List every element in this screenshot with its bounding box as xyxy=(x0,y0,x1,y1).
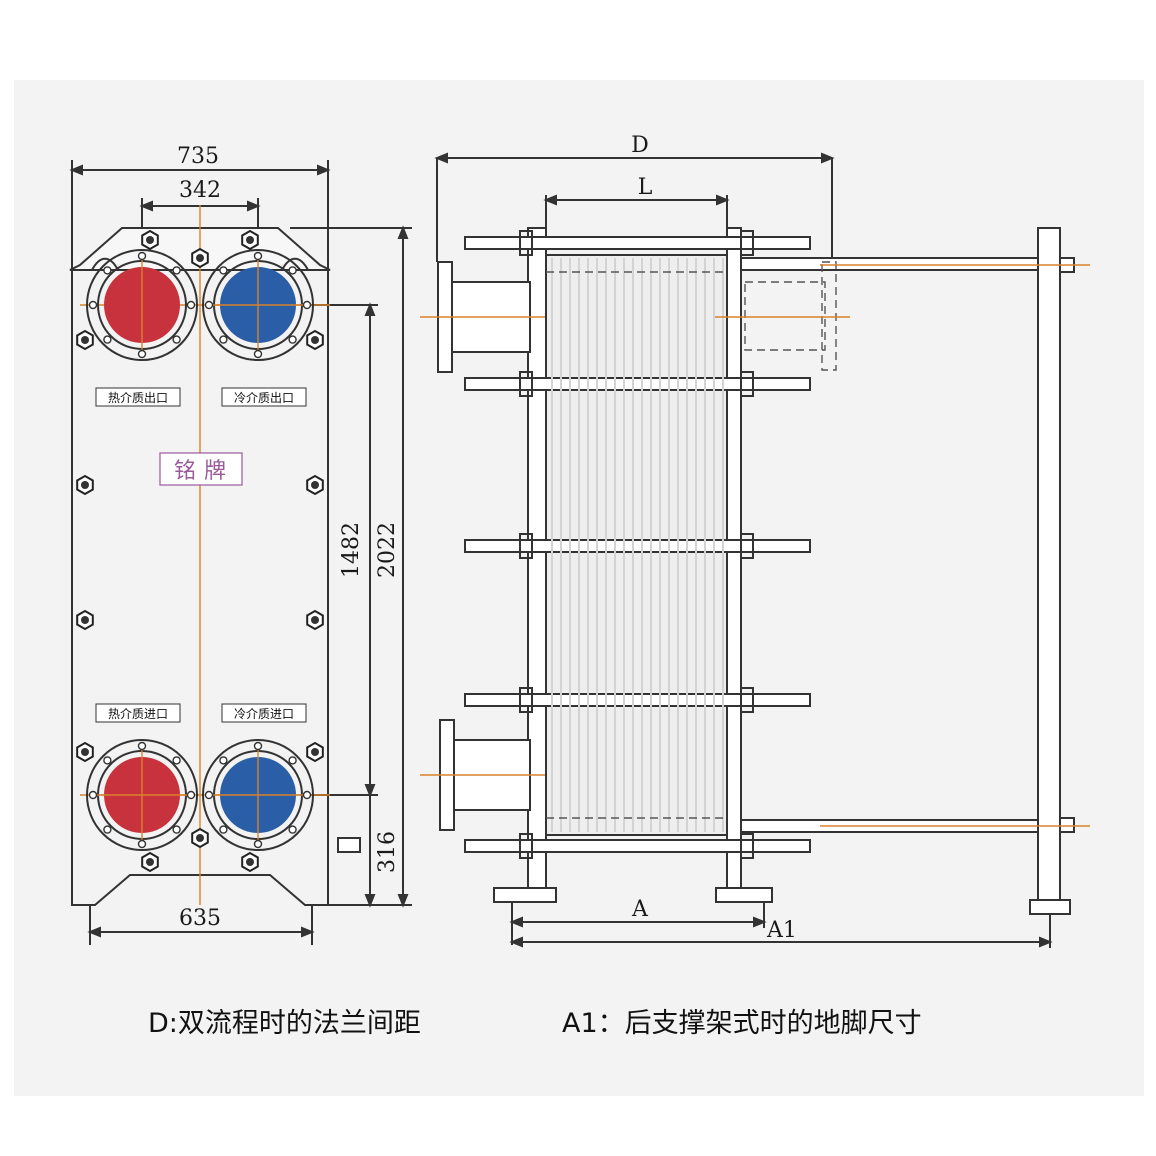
flange-bolt-hole xyxy=(219,335,228,344)
flange-bolt-hole xyxy=(172,335,181,344)
flange-bolt-hole xyxy=(253,349,263,359)
caption-d-flange-spacing: D:双流程时的法兰间距 xyxy=(148,1008,421,1039)
dim-342: 342 xyxy=(179,178,221,203)
flange-bolt-hole xyxy=(288,825,297,834)
flange-bolt-hole xyxy=(204,790,214,800)
bolt-hole xyxy=(146,858,154,866)
flange-bolt-hole xyxy=(288,756,297,765)
flange-bolt-hole xyxy=(302,300,312,310)
bolt-hole xyxy=(311,336,319,344)
front-bolts xyxy=(76,229,324,873)
port-centerlines xyxy=(92,255,308,845)
rear-support-foot xyxy=(1029,899,1071,915)
flange-bolt-hole xyxy=(172,756,181,765)
pressure-plate xyxy=(726,227,742,894)
flange-bolt-hole xyxy=(103,266,112,275)
flange-bolt-hole xyxy=(103,825,112,834)
dim-D: D xyxy=(631,133,649,158)
upper-guide-bar xyxy=(740,257,1047,271)
flange-bolt-hole xyxy=(137,349,147,359)
bolt-hole xyxy=(311,481,319,489)
front-foot xyxy=(493,887,557,903)
bolt-hole xyxy=(81,481,89,489)
nameplate-box xyxy=(159,452,243,486)
dim-A1: A1 xyxy=(766,918,797,943)
dim-735: 735 xyxy=(177,144,219,169)
flange-bolt-hole xyxy=(219,266,228,275)
rear-foot xyxy=(715,887,773,903)
flange-bolt-hole xyxy=(103,756,112,765)
flange-bolt-hole xyxy=(88,790,98,800)
bolt-hole xyxy=(81,748,89,756)
rear-support-column xyxy=(1037,227,1061,906)
label-hot-inlet: 热介质进口 xyxy=(108,707,168,721)
flange-bolt-hole xyxy=(88,300,98,310)
flange-bolt-hole xyxy=(204,300,214,310)
bolt-hole xyxy=(81,616,89,624)
side-centerlines xyxy=(420,264,1090,827)
bolt-hole xyxy=(81,336,89,344)
dim-2022: 2022 xyxy=(375,522,400,578)
plate-stripes xyxy=(551,258,724,832)
flange-bolt-hole xyxy=(219,825,228,834)
flange-bolt-hole xyxy=(288,335,297,344)
flange-bolt-hole xyxy=(253,741,263,751)
bolt-hole xyxy=(246,236,254,244)
label-hot-outlet: 热介质出口 xyxy=(108,391,168,405)
flange-bolt-hole xyxy=(172,825,181,834)
flange-bolt-hole xyxy=(253,251,263,261)
label-cold-outlet: 冷介质出口 xyxy=(234,391,294,405)
flange-bolt-hole xyxy=(302,790,312,800)
flange-bolt-hole xyxy=(137,251,147,261)
flange-bolt-hole xyxy=(219,756,228,765)
bolt-hole xyxy=(146,236,154,244)
flange-bolt-hole xyxy=(172,266,181,275)
bolt-hole xyxy=(311,748,319,756)
dim-635: 635 xyxy=(179,906,221,931)
caption-a1-foot-size: A1：后支撑架式时的地脚尺寸 xyxy=(562,1008,922,1039)
dim-A: A xyxy=(631,897,649,922)
flange-bolt-hole xyxy=(137,839,147,849)
bolt-hole xyxy=(246,858,254,866)
bolt-hole xyxy=(196,834,204,842)
hidden-nozzle xyxy=(546,261,837,819)
flange-bolt-hole xyxy=(103,335,112,344)
flange-bolt-hole xyxy=(186,300,196,310)
flange-bolt-hole xyxy=(137,741,147,751)
flange-bolt-hole xyxy=(186,790,196,800)
bolt-hole xyxy=(196,254,204,262)
label-cold-inlet: 冷介质进口 xyxy=(234,707,294,721)
flange-bolt-hole xyxy=(253,839,263,849)
dim-L: L xyxy=(638,175,653,200)
dim-1482: 1482 xyxy=(339,522,364,578)
nameplate-label: 铭牌 xyxy=(174,459,234,484)
flange-bolt-hole xyxy=(288,266,297,275)
bolt-hole xyxy=(311,616,319,624)
dim-316: 316 xyxy=(375,831,400,873)
